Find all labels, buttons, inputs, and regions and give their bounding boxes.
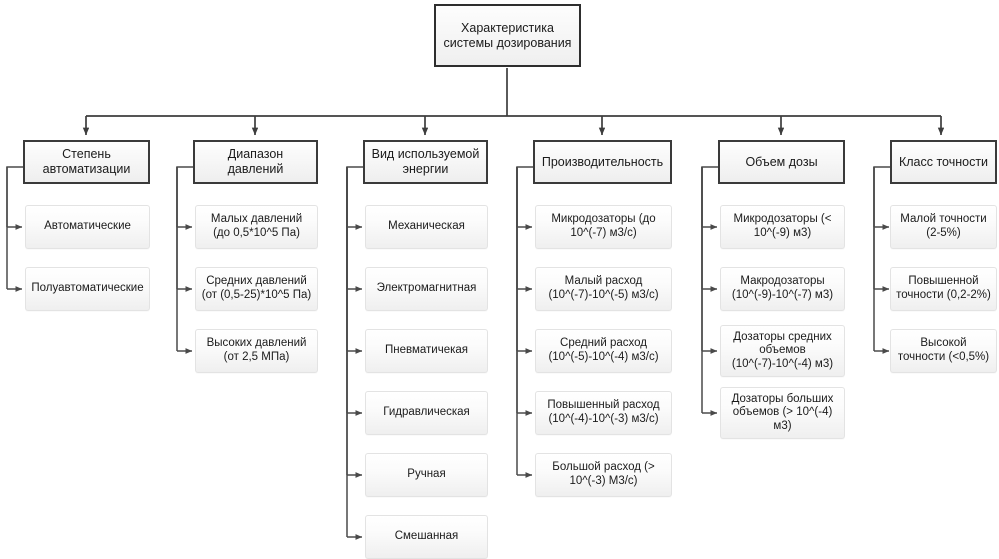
branch-header-2-label: Диапазон давлений	[227, 147, 284, 176]
branch-2-item-1[interactable]: Малых давлений (до 0,5*10^5 Па)	[195, 205, 318, 249]
branch-4-item-1[interactable]: Микродозаторы (до 10^(-7) м3/с)	[535, 205, 672, 249]
branch-1-item-1[interactable]: Автоматические	[25, 205, 150, 249]
branch-2-item-1-label: Малых давлений (до 0,5*10^5 Па)	[210, 213, 303, 239]
branch-3-item-5[interactable]: Ручная	[365, 453, 488, 497]
branch-4-item-3-label: Средний расход (10^(-5)-10^(-4) м3/с)	[548, 337, 659, 363]
branch-3-item-4-label: Гидравлическая	[383, 406, 470, 419]
branch-header-6-label: Класс точности	[898, 154, 989, 169]
branch-5-item-1-label: Микродозаторы (< 10^(-9) м3)	[733, 213, 832, 239]
branch-header-3[interactable]: Вид используемой энергии	[363, 140, 488, 184]
branch-5-item-3-label: Дозаторы средних объемов (10^(-7)-10^(-4…	[731, 330, 834, 370]
branch-header-2[interactable]: Диапазон давлений	[193, 140, 318, 184]
branch-3-item-4[interactable]: Гидравлическая	[365, 391, 488, 435]
branch-3-item-5-label: Ручная	[407, 468, 446, 481]
branch-header-5[interactable]: Объем дозы	[718, 140, 845, 184]
branch-5-item-4[interactable]: Дозаторы больших объемов (> 10^(-4) м3)	[720, 387, 845, 439]
branch-5-item-2-label: Макродозаторы (10^(-9)-10^(-7) м3)	[731, 275, 834, 301]
branch-2-item-3[interactable]: Высоких давлений (от 2,5 МПа)	[195, 329, 318, 373]
branch-6-item-1[interactable]: Малой точности (2-5%)	[890, 205, 997, 249]
branch-header-4-label: Производительность	[541, 154, 664, 169]
branch-5-item-4-label: Дозаторы больших объемов (> 10^(-4) м3)	[731, 392, 834, 432]
branch-4-item-2-label: Малый расход (10^(-7)-10^(-5) м3/с)	[548, 275, 659, 301]
branch-header-1-label: Степень автоматизации	[42, 147, 131, 176]
branch-5-item-2[interactable]: Макродозаторы (10^(-9)-10^(-7) м3)	[720, 267, 845, 311]
branch-6-item-1-label: Малой точности (2-5%)	[900, 213, 987, 239]
branch-header-4[interactable]: Производительность	[533, 140, 672, 184]
branch-3-item-2[interactable]: Электромагнитная	[365, 267, 488, 311]
branch-1-item-2-label: Полуавтоматические	[31, 282, 144, 295]
branch-6-item-3[interactable]: Высокой точности (<0,5%)	[890, 329, 997, 373]
branch-4-item-3[interactable]: Средний расход (10^(-5)-10^(-4) м3/с)	[535, 329, 672, 373]
branch-1-item-2[interactable]: Полуавтоматические	[25, 267, 150, 311]
branch-3-item-1-label: Механическая	[388, 220, 465, 233]
branch-5-item-1[interactable]: Микродозаторы (< 10^(-9) м3)	[720, 205, 845, 249]
branch-3-item-1[interactable]: Механическая	[365, 205, 488, 249]
branch-4-item-4-label: Повышенный расход (10^(-4)-10^(-3) м3/с)	[547, 399, 660, 425]
branch-1-item-1-label: Автоматические	[44, 220, 131, 233]
branch-4-item-2[interactable]: Малый расход (10^(-7)-10^(-5) м3/с)	[535, 267, 672, 311]
branch-header-3-label: Вид используемой энергии	[371, 147, 480, 176]
branch-6-item-3-label: Высокой точности (<0,5%)	[897, 337, 990, 363]
root-node-label: Характеристика системы дозирования	[443, 20, 572, 50]
branch-header-6[interactable]: Класс точности	[890, 140, 997, 184]
branch-3-item-6-label: Смешанная	[394, 530, 459, 543]
branch-4-item-5-label: Большой расход (> 10^(-3) М3/с)	[552, 461, 655, 487]
branch-4-item-1-label: Микродозаторы (до 10^(-7) м3/с)	[551, 213, 656, 239]
branch-3-item-3-label: Пневматичекая	[384, 344, 469, 357]
branch-3-item-6[interactable]: Смешанная	[365, 515, 488, 559]
branch-2-item-2[interactable]: Средних давлений (от (0,5-25)*10^5 Па)	[195, 267, 318, 311]
root-node[interactable]: Характеристика системы дозирования	[434, 4, 581, 67]
branch-2-item-2-label: Средних давлений (от (0,5-25)*10^5 Па)	[201, 275, 312, 301]
branch-3-item-2-label: Электромагнитная	[376, 282, 477, 295]
branch-header-1[interactable]: Степень автоматизации	[23, 140, 150, 184]
branch-header-5-label: Объем дозы	[745, 154, 818, 169]
branch-2-item-3-label: Высоких давлений (от 2,5 МПа)	[206, 337, 307, 363]
branch-6-item-2[interactable]: Повышенной точности (0,2-2%)	[890, 267, 997, 311]
branch-6-item-2-label: Повышенной точности (0,2-2%)	[896, 275, 991, 301]
branch-4-item-4[interactable]: Повышенный расход (10^(-4)-10^(-3) м3/с)	[535, 391, 672, 435]
branch-4-item-5[interactable]: Большой расход (> 10^(-3) М3/с)	[535, 453, 672, 497]
branch-5-item-3[interactable]: Дозаторы средних объемов (10^(-7)-10^(-4…	[720, 325, 845, 377]
branch-3-item-3[interactable]: Пневматичекая	[365, 329, 488, 373]
